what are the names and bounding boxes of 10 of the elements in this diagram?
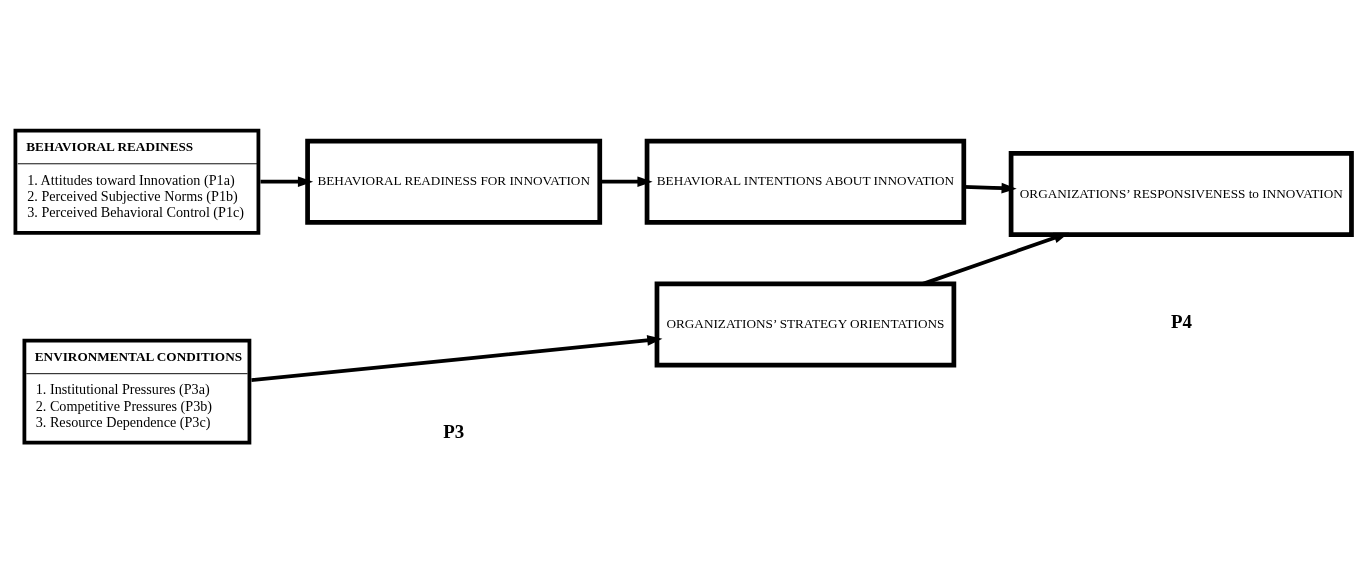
label: P3 — [443, 420, 465, 442]
node-box: ORGANIZATIONS’ RESPONSIVENESS to INNOVATION — [1008, 150, 1354, 237]
arrow — [251, 334, 663, 382]
label: P4 — [1170, 310, 1192, 332]
arrow — [599, 175, 653, 187]
node-box: BEHAVIORAL READINESS FOR INNOVATION — [305, 138, 603, 225]
arrow — [260, 175, 314, 187]
node-box: ORGANIZATIONS’ STRATEGY ORIENTATIONS — [654, 281, 957, 368]
arrow — [963, 182, 1017, 193]
node-box: BEHAVIORAL INTENTIONS ABOUT INNOVATION — [644, 138, 967, 225]
